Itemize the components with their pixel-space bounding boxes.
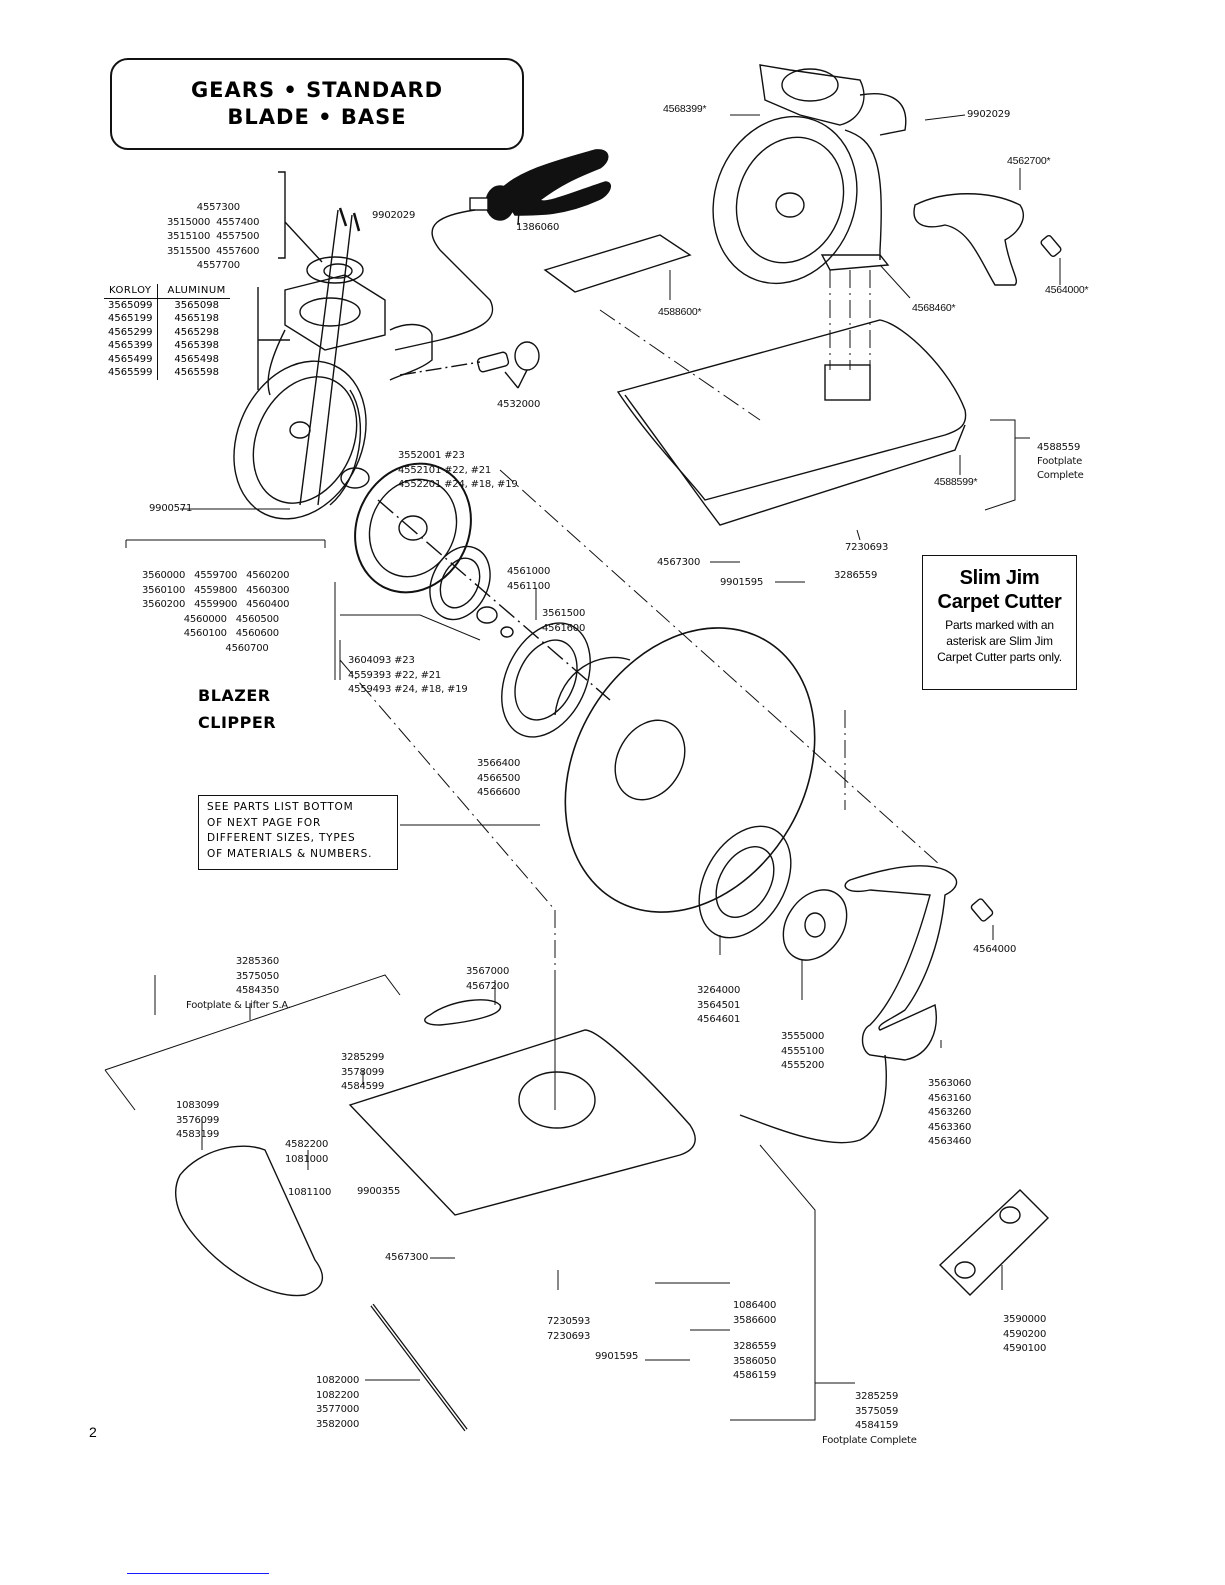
label-slim-housing: 4568399* — [663, 103, 707, 115]
title-line-1: GEARS • STANDARD — [190, 78, 444, 102]
slim-jim-title-2: Carpet Cutter — [937, 591, 1062, 613]
title-line-2: BLADE • BASE — [227, 105, 407, 129]
label-handle: 1386060 — [516, 222, 560, 233]
aluminum-part: 4565398 — [156, 339, 230, 353]
aluminum-part: 4565498 — [156, 352, 230, 366]
label-screw-left: 9900571 — [149, 503, 193, 514]
slim-footplate — [616, 319, 967, 526]
label-slim-nut: 4567300 — [657, 557, 701, 568]
label-lever-bolt: 4564000 — [973, 944, 1017, 955]
bracket — [278, 171, 286, 259]
base-plate — [348, 999, 696, 1216]
col-aluminum: ALUMINUM — [156, 284, 230, 299]
korloy-part: 4565199 — [108, 313, 153, 324]
model-blazer: BLAZER — [198, 686, 271, 705]
label-slim-screws: 7230693 — [845, 542, 889, 553]
label-slim-lever: 4562700* — [1007, 155, 1051, 167]
gear-housing — [233, 207, 433, 520]
aluminum-part: 4565298 — [156, 325, 230, 339]
label-pin: 1081100 — [288, 1187, 332, 1198]
korloy-part: 4565499 — [108, 353, 153, 365]
page-number: 2 — [89, 1424, 97, 1440]
korloy-part: 4565399 — [108, 340, 153, 351]
blade-disc — [554, 627, 816, 913]
label-pin-top: 9902029 — [372, 210, 416, 221]
label-slim-bracket: 4568460* — [912, 302, 956, 314]
gauge — [938, 1189, 1049, 1296]
label-slim-guide: 4588600* — [658, 306, 702, 318]
pinion-gear — [340, 462, 514, 638]
korloy-part: 4565299 — [108, 326, 153, 338]
korloy-part: 4565599 — [108, 367, 153, 378]
aluminum-part: 3565098 — [156, 298, 230, 312]
label-slim-screw2: 9901595 — [720, 577, 764, 588]
slim-jim-housing — [712, 64, 1062, 286]
aluminum-part: 4565598 — [156, 366, 230, 380]
model-clipper: CLIPPER — [198, 713, 277, 732]
slim-jim-title-1: Slim Jim — [959, 567, 1040, 589]
label-screw-base: 9900355 — [357, 1186, 401, 1197]
lifter — [174, 1145, 324, 1297]
handle — [469, 149, 612, 226]
aluminum-part: 4565198 — [156, 312, 230, 326]
label-slim-bolt: 4564000* — [1045, 284, 1089, 296]
label-slim-pin: 9902029 — [967, 109, 1011, 120]
label-nut-base: 4567300 — [385, 1252, 429, 1263]
korloy-part: 3565099 — [108, 299, 153, 311]
fitting — [476, 341, 540, 389]
link-underline[interactable] — [127, 1573, 269, 1574]
col-korloy: KORLOY — [104, 284, 158, 299]
label-fitting: 4532000 — [497, 399, 541, 410]
title-box: GEARS • STANDARD BLADE • BASE — [110, 58, 524, 150]
label-slim-footplate: 4588599* — [934, 476, 978, 488]
lever — [844, 865, 994, 1061]
label-screw-base2: 9901595 — [595, 1351, 639, 1362]
slim-jim-info-box: Slim Jim Carpet Cutter Parts marked with… — [922, 555, 1077, 690]
label-slim-roller: 3286559 — [834, 570, 878, 581]
